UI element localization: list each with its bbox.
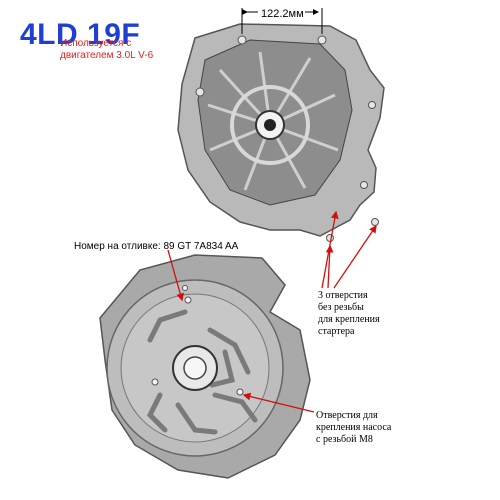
page-title: 4LD 19F [20,18,141,51]
pump-holes-label: Отверстия для крепления насоса с резьбой… [316,410,391,446]
pump-line-2: крепления насоса [316,422,392,433]
dimension-label: 122.2мм [261,8,304,20]
starter-line-1: 3 отверстия [318,290,368,301]
starter-line-2: без резьбы [318,302,364,313]
pump-line-1: Отверстия для [316,410,378,421]
dimension-marker [241,8,323,34]
starter-line-3: для крепления [318,314,380,325]
annotation-arrows [167,210,377,413]
engine-note-line-2: двигателем 3.0L V-6 [60,50,154,61]
bellhousing-top-image [177,23,385,242]
pump-line-3: с резьбой М8 [316,434,373,445]
engine-note: Используется с двигателем 3.0L V-6 [60,38,153,62]
bellhousing-bottom-image [99,254,311,479]
starter-holes-label: 3 отверстия без резьбы для крепления ста… [318,290,380,338]
casting-number-label: Номер на отливке: 89 GT 7A834 AA [74,241,239,252]
engine-note-line-1: Используется с [60,38,132,49]
starter-line-4: стартера [318,326,355,337]
